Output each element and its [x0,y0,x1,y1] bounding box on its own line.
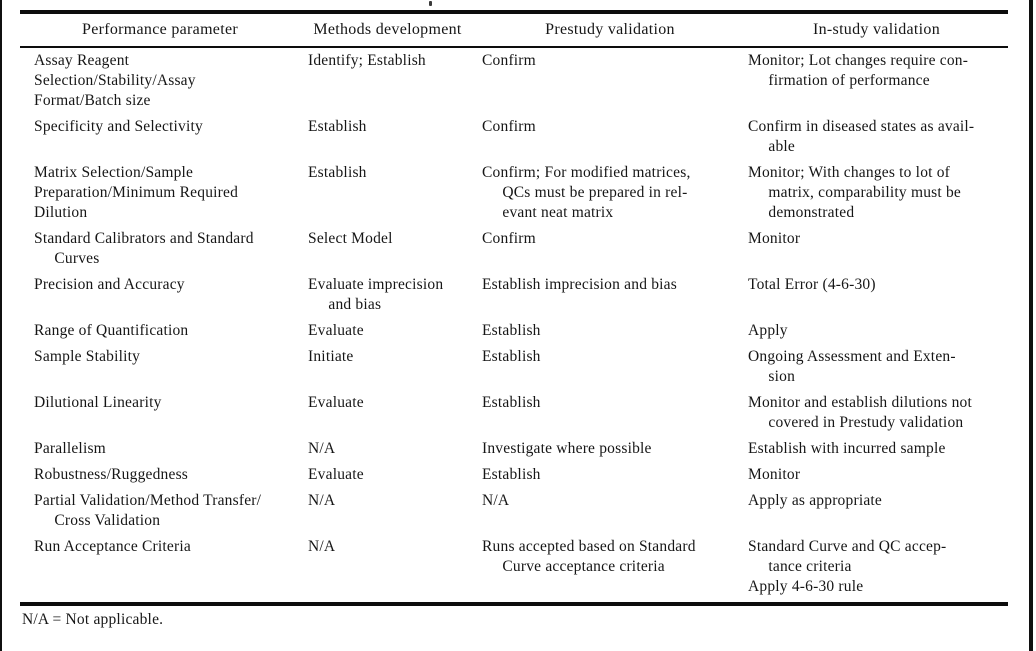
cell-methods-development: Evaluate [308,394,364,411]
table-row: Precision and Accuracy Evaluate imprecis… [20,275,1008,315]
cell-methods-development: Select Model [308,230,393,247]
cell-performance-parameter: Run Acceptance Criteria [34,538,191,555]
column-header-methods-development: Methods development [313,21,462,38]
table-row: Run Acceptance Criteria N/A Runs accepte… [20,537,1008,597]
cell-prestudy-validation: Establish [482,466,541,483]
cell-performance-parameter: Sample Stability [34,348,141,365]
cell-in-study-validation: Apply [748,322,788,339]
cell-methods-development: Establish [308,118,367,135]
table-footnote: N/A = Not applicable. [22,611,164,628]
cell-in-study-validation: Monitor; Lot changes require con- firmat… [748,52,969,89]
cell-performance-parameter: Precision and Accuracy [34,276,185,293]
cell-methods-development: Evaluate imprecision and bias [308,276,444,313]
cell-prestudy-validation: N/A [482,492,510,509]
cell-methods-development: N/A [308,538,336,555]
cell-in-study-validation: Monitor [748,466,801,483]
cell-performance-parameter: Dilutional Linearity [34,394,162,411]
cell-in-study-validation: Standard Curve and QC accep- tance crite… [748,538,947,595]
cell-methods-development: Evaluate [308,322,364,339]
method-validation-table: Performance parameter Methods developmen… [20,10,1008,606]
table-row: Robustness/Ruggedness Evaluate Establish… [20,465,1008,485]
cell-in-study-validation: Monitor [748,230,801,247]
cell-in-study-validation: Monitor and establish dilutions not cove… [748,394,972,431]
cell-performance-parameter: Robustness/Ruggedness [34,466,189,483]
scan-border-left [0,0,2,651]
table-row: Sample Stability Initiate Establish Ongo… [20,347,1008,387]
table-header-row: Performance parameter Methods developmen… [20,14,1008,46]
cell-prestudy-validation: Runs accepted based on Standard Curve ac… [482,538,696,575]
table-row: Range of Quantification Evaluate Establi… [20,321,1008,341]
column-header-prestudy-validation: Prestudy validation [545,21,675,38]
cell-performance-parameter: Range of Quantification [34,322,189,339]
cell-methods-development: Identify; Establish [308,52,426,69]
cell-methods-development: Initiate [308,348,354,365]
column-header-in-study-validation: In-study validation [812,21,940,38]
cell-methods-development: Establish [308,164,367,181]
cell-in-study-validation: Confirm in diseased states as avail- abl… [748,118,975,155]
cell-methods-development: N/A [308,440,336,457]
cell-prestudy-validation: Confirm [482,230,536,247]
table-row: Assay Reagent Selection/Stability/Assay … [20,51,1008,111]
scan-artifact [429,1,432,6]
cell-in-study-validation: Establish with incurred sample [748,440,946,457]
cell-performance-parameter: Partial Validation/Method Transfer/ Cros… [34,492,262,529]
cell-methods-development: Evaluate [308,466,364,483]
cell-performance-parameter: Parallelism [34,440,106,457]
cell-prestudy-validation: Establish imprecision and bias [482,276,677,293]
cell-prestudy-validation: Establish [482,394,541,411]
cell-prestudy-validation: Confirm [482,52,536,69]
table-row: Matrix Selection/Sample Preparation/Mini… [20,163,1008,223]
table-row: Parallelism N/A Investigate where possib… [20,439,1008,459]
cell-in-study-validation: Ongoing Assessment and Exten- sion [748,348,956,385]
cell-performance-parameter: Standard Calibrators and Standard Curves [34,230,254,267]
cell-prestudy-validation: Establish [482,348,541,365]
cell-prestudy-validation: Establish [482,322,541,339]
table-row: Specificity and Selectivity Establish Co… [20,117,1008,157]
table-row: Dilutional Linearity Evaluate Establish … [20,393,1008,433]
cell-prestudy-validation: Investigate where possible [482,440,652,457]
cell-methods-development: N/A [308,492,336,509]
table-bottom-rule [20,602,1008,606]
scan-border-right [1029,0,1033,651]
table-top-rule [20,10,1008,14]
cell-performance-parameter: Matrix Selection/Sample Preparation/Mini… [34,164,239,221]
cell-performance-parameter: Assay Reagent Selection/Stability/Assay … [34,52,196,109]
table-body: Assay Reagent Selection/Stability/Assay … [20,48,1008,602]
table-row: Partial Validation/Method Transfer/ Cros… [20,491,1008,531]
table-row: Standard Calibrators and Standard Curves… [20,229,1008,269]
cell-performance-parameter: Specificity and Selectivity [34,118,203,135]
cell-in-study-validation: Total Error (4-6-30) [748,276,876,293]
column-header-performance-parameter: Performance parameter [82,21,238,38]
cell-prestudy-validation: Confirm [482,118,536,135]
cell-in-study-validation: Monitor; With changes to lot of matrix, … [748,164,961,221]
header-divider-rule [20,46,1008,48]
cell-in-study-validation: Apply as appropriate [748,492,882,509]
cell-prestudy-validation: Confirm; For modified matrices, QCs must… [482,164,691,221]
